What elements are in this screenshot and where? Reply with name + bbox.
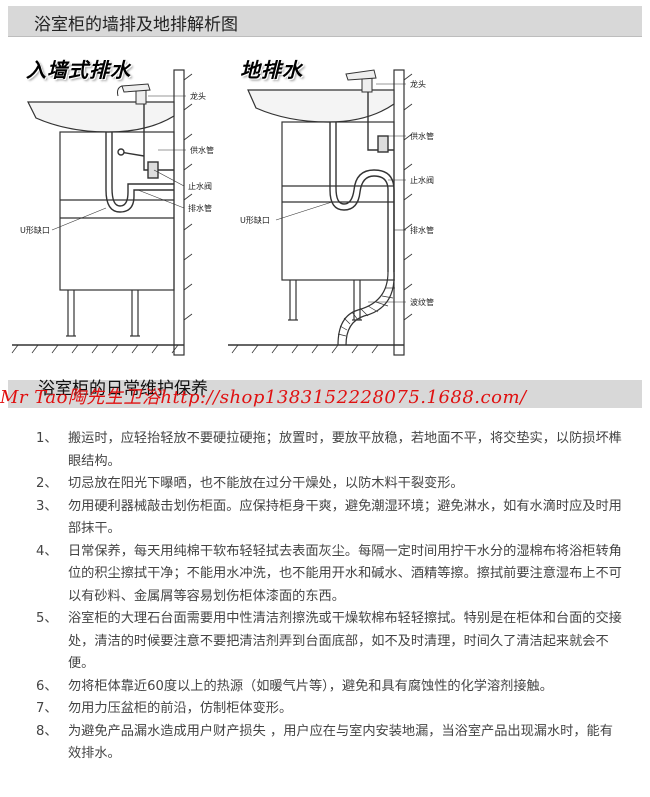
label-u-trap: U形缺口 xyxy=(20,225,50,235)
label-supply-pipe: 供水管 xyxy=(410,131,434,141)
item-text: 勿用硬利器械敲击划伤柜面。应保持柜身干爽，避免潮湿环境；避免淋水，如有水滴时应及… xyxy=(68,498,622,537)
list-item: 6、勿将柜体靠近60度以上的热源（如暖气片等），避免和具有腐蚀性的化学溶剂接触。 xyxy=(36,676,626,699)
item-text: 勿将柜体靠近60度以上的热源（如暖气片等），避免和具有腐蚀性的化学溶剂接触。 xyxy=(68,678,553,694)
item-number: 2、 xyxy=(36,476,58,491)
basin xyxy=(247,89,395,123)
item-text: 切忌放在阳光下曝晒，也不能放在过分干燥处，以防木料干裂变形。 xyxy=(68,476,464,491)
bellows-hose xyxy=(337,271,395,346)
drain-pipes xyxy=(329,92,395,272)
label-drain-pipe: 排水管 xyxy=(410,225,434,235)
section-title: 浴室柜的日常维护保养 xyxy=(38,379,208,399)
care-instructions-list: 1、搬运时，应轻抬轻放不要硬拉硬拖；放置时，要放平放稳，若地面不平，将交垫实，以… xyxy=(36,428,626,766)
list-item: 4、日常保养，每天用纯棉干软布轻轻拭去表面灰尘。每隔一定时间用拧干水分的湿棉布将… xyxy=(36,541,626,609)
wall-drain-diagram: 龙头 供水管 止水阀 排水管 U形缺口 xyxy=(11,69,214,356)
item-number: 8、 xyxy=(36,723,58,739)
item-number: 6、 xyxy=(36,678,58,694)
item-text: 为避免产品漏水造成用户财产损失 ，用户应在与室内安装地漏，当浴室产品出现漏水时，… xyxy=(68,723,613,762)
label-stop-valve: 止水阀 xyxy=(410,175,434,185)
floor-drain-diagram: 龙头 供水管 止水阀 排水管 波纹管 U形缺口 xyxy=(228,69,434,356)
floor xyxy=(228,344,404,354)
cabinet xyxy=(59,131,175,337)
item-text: 搬运时，应轻抬轻放不要硬拉硬拖；放置时，要放平放稳，若地面不平，将交垫实，以防损… xyxy=(68,431,622,469)
item-text: 浴室柜的大理石台面需要用中性清洁剂擦洗或干燥软棉布轻轻擦拭。特别是在柜体和台面的… xyxy=(68,611,622,671)
item-number: 7、 xyxy=(36,701,58,716)
item-text: 勿用力压盆柜的前沿，仿制柜体变形。 xyxy=(68,701,293,716)
diagram-labels xyxy=(275,83,406,303)
list-item: 7、勿用力压盆柜的前沿，仿制柜体变形。 xyxy=(36,698,626,721)
label-supply-pipe: 供水管 xyxy=(190,145,214,155)
diagram-labels xyxy=(51,95,186,231)
item-number: 1、 xyxy=(36,431,58,446)
section-bar xyxy=(8,380,642,408)
list-item: 2、切忌放在阳光下曝晒，也不能放在过分干燥处，以防木料干裂变形。 xyxy=(36,473,626,496)
item-number: 5、 xyxy=(36,611,58,626)
label-u-trap: U形缺口 xyxy=(240,215,270,225)
label-drain-pipe: 排水管 xyxy=(188,203,212,213)
label-stop-valve: 止水阀 xyxy=(188,181,212,191)
header-bar: 浴室柜的墙排及地排解析图 xyxy=(8,6,642,37)
wall xyxy=(393,69,413,356)
page-title: 浴室柜的墙排及地排解析图 xyxy=(34,15,238,35)
list-item: 3、勿用硬利器械敲击划伤柜面。应保持柜身干爽，避免潮湿环境；避免淋水，如有水滴时… xyxy=(36,496,626,541)
label-faucet: 龙头 xyxy=(190,91,206,101)
basin xyxy=(27,101,175,133)
list-item: 5、浴室柜的大理石台面需要用中性清洁剂擦洗或干燥软棉布轻轻擦拭。特别是在柜体和台… xyxy=(36,608,626,676)
list-item: 1、搬运时，应轻抬轻放不要硬拉硬拖；放置时，要放平放稳，若地面不平，将交垫实，以… xyxy=(36,428,626,473)
label-bellows-pipe: 波纹管 xyxy=(410,297,434,307)
faucet xyxy=(117,83,151,105)
drain-pipes xyxy=(105,104,174,213)
floor xyxy=(11,344,184,354)
item-number: 3、 xyxy=(36,498,58,514)
item-number: 4、 xyxy=(36,543,58,559)
label-faucet: 龙头 xyxy=(410,79,426,89)
shop-watermark: Mr Tao陶先生卫浴http://shop1383152228075.1688… xyxy=(0,387,527,408)
right-diagram-title: 地排水 xyxy=(240,58,303,82)
list-item: 8、为避免产品漏水造成用户财产损失 ，用户应在与室内安装地漏，当浴室产品出现漏水… xyxy=(36,721,626,766)
item-text: 日常保养，每天用纯棉干软布轻轻拭去表面灰尘。每隔一定时间用拧干水分的湿棉布将浴柜… xyxy=(68,543,622,604)
faucet xyxy=(345,69,377,93)
cabinet xyxy=(281,121,395,321)
left-diagram-title: 入墙式排水 xyxy=(26,58,131,82)
